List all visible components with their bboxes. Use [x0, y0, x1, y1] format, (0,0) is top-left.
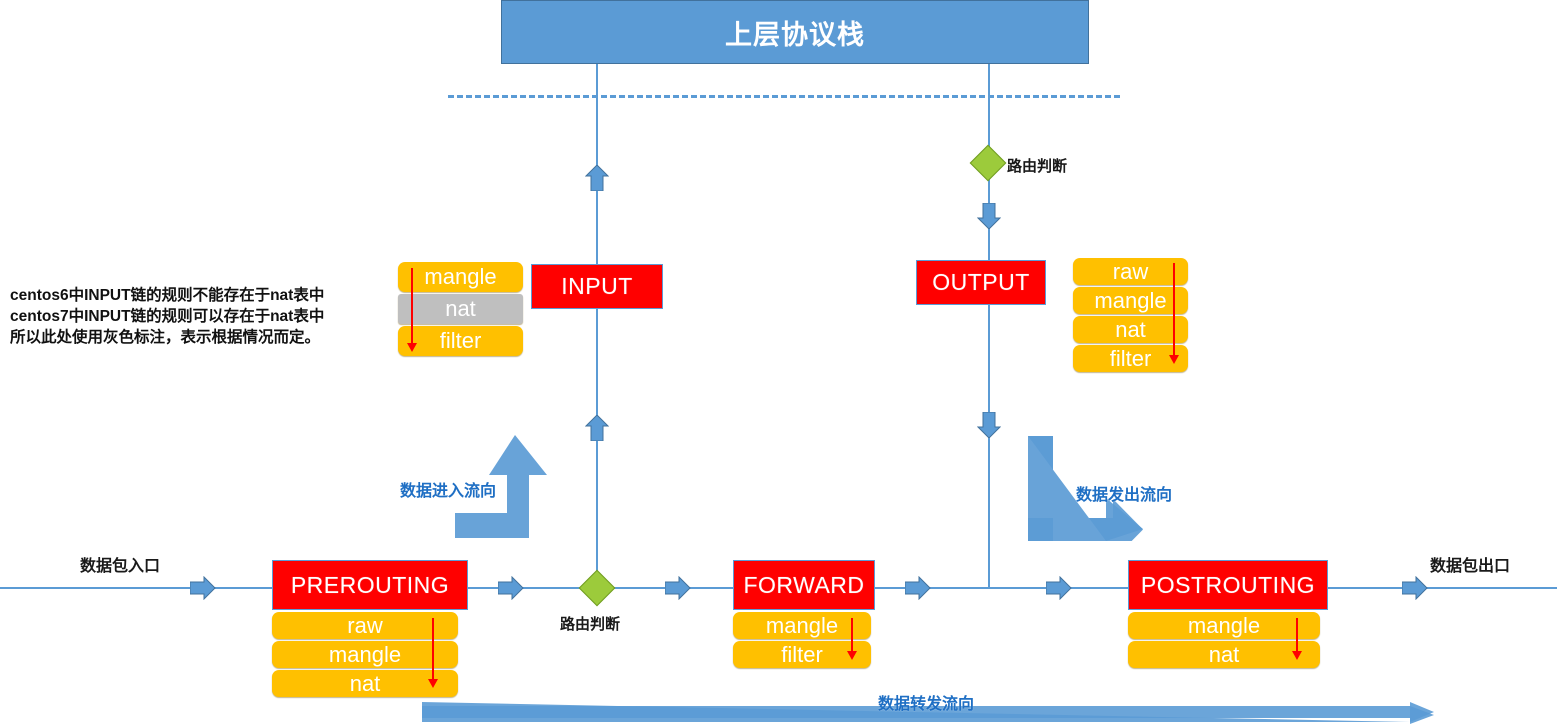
- centos-nat-note-line-3: 所以此处使用灰色标注，表示根据情况而定。: [10, 329, 321, 346]
- output-table-nat: nat: [1073, 316, 1188, 343]
- forward-chain-header: FORWARD: [733, 560, 875, 610]
- output-flow-down-arrow-lower: [977, 412, 1001, 438]
- data-inbound-flow-label: 数据进入流向: [400, 483, 497, 500]
- input-table-filter: filter: [398, 326, 523, 356]
- rail-arrow-routing-to-forward: [665, 576, 691, 600]
- data-outbound-flow-label: 数据发出流向: [1076, 487, 1173, 504]
- prerouting-table-raw: raw: [272, 612, 458, 639]
- input-table-order-arrow: [407, 268, 417, 352]
- output-table-stack: raw mangle nat filter: [1073, 258, 1188, 372]
- forward-chain-group: FORWARD mangle filter: [733, 560, 875, 668]
- prerouting-table-order-arrow: [428, 618, 438, 688]
- input-flow-up-arrow-lower: [585, 415, 609, 441]
- rail-arrow-exit: [1402, 576, 1428, 600]
- upper-protocol-stack-label: 上层协议栈: [725, 19, 865, 50]
- postrouting-table-order-arrow: [1292, 618, 1302, 660]
- output-table-order-arrow: [1169, 263, 1179, 364]
- output-flow-down-arrow-upper: [977, 203, 1001, 229]
- input-table-nat: nat: [398, 294, 523, 324]
- data-inbound-flow-arrow: [455, 435, 547, 538]
- packet-entry-label: 数据包入口: [80, 558, 161, 575]
- rail-arrow-entry: [190, 576, 216, 600]
- centos-nat-note-line-2: centos7中INPUT链的规则可以存在于nat表中: [10, 308, 325, 325]
- prerouting-chain-header: PREROUTING: [272, 560, 468, 610]
- centos-nat-note-line-1: centos6中INPUT链的规则不能存在于nat表中: [10, 287, 325, 304]
- output-table-filter: filter: [1073, 345, 1188, 372]
- routing-decision-label-output: 路由判断: [1007, 158, 1068, 175]
- data-forward-flow-arrow: [422, 702, 1434, 724]
- postrouting-table-mangle: mangle: [1128, 612, 1320, 639]
- forward-table-order-arrow: [847, 618, 857, 660]
- input-table-stack: mangle nat filter: [398, 262, 523, 356]
- routing-decision-diamond-output: [969, 144, 1007, 182]
- input-table-mangle: mangle: [398, 262, 523, 292]
- rail-arrow-prerouting-to-routing: [498, 576, 524, 600]
- rail-arrow-junction-to-postrouting: [1046, 576, 1072, 600]
- prerouting-table-mangle: mangle: [272, 641, 458, 668]
- centos-nat-note: centos6中INPUT链的规则不能存在于nat表中 centos7中INPU…: [10, 285, 324, 348]
- postrouting-chain-group: POSTROUTING mangle nat: [1128, 560, 1328, 668]
- input-chain-header: INPUT: [531, 264, 663, 309]
- forward-table-mangle: mangle: [733, 612, 871, 639]
- output-table-raw: raw: [1073, 258, 1188, 285]
- postrouting-chain-header: POSTROUTING: [1128, 560, 1328, 610]
- prerouting-table-nat: nat: [272, 670, 458, 697]
- input-path-wire: [596, 64, 598, 588]
- output-table-mangle: mangle: [1073, 287, 1188, 314]
- input-flow-up-arrow-upper: [585, 165, 609, 191]
- data-forward-flow-label: 数据转发流向: [878, 696, 975, 713]
- output-path-wire: [988, 64, 990, 588]
- kernel-userspace-dashed-separator: [448, 95, 1120, 98]
- postrouting-table-nat: nat: [1128, 641, 1320, 668]
- upper-protocol-stack-box: 上层协议栈: [501, 0, 1089, 64]
- rail-arrow-forward-to-output-junction: [905, 576, 931, 600]
- routing-decision-label-prerouting: 路由判断: [560, 616, 621, 633]
- output-chain-header: OUTPUT: [916, 260, 1046, 305]
- prerouting-chain-group: PREROUTING raw mangle nat: [272, 560, 468, 697]
- routing-decision-diamond-prerouting: [578, 569, 616, 607]
- data-outbound-flow-arrow: [1028, 436, 1143, 541]
- packet-exit-label: 数据包出口: [1430, 558, 1511, 575]
